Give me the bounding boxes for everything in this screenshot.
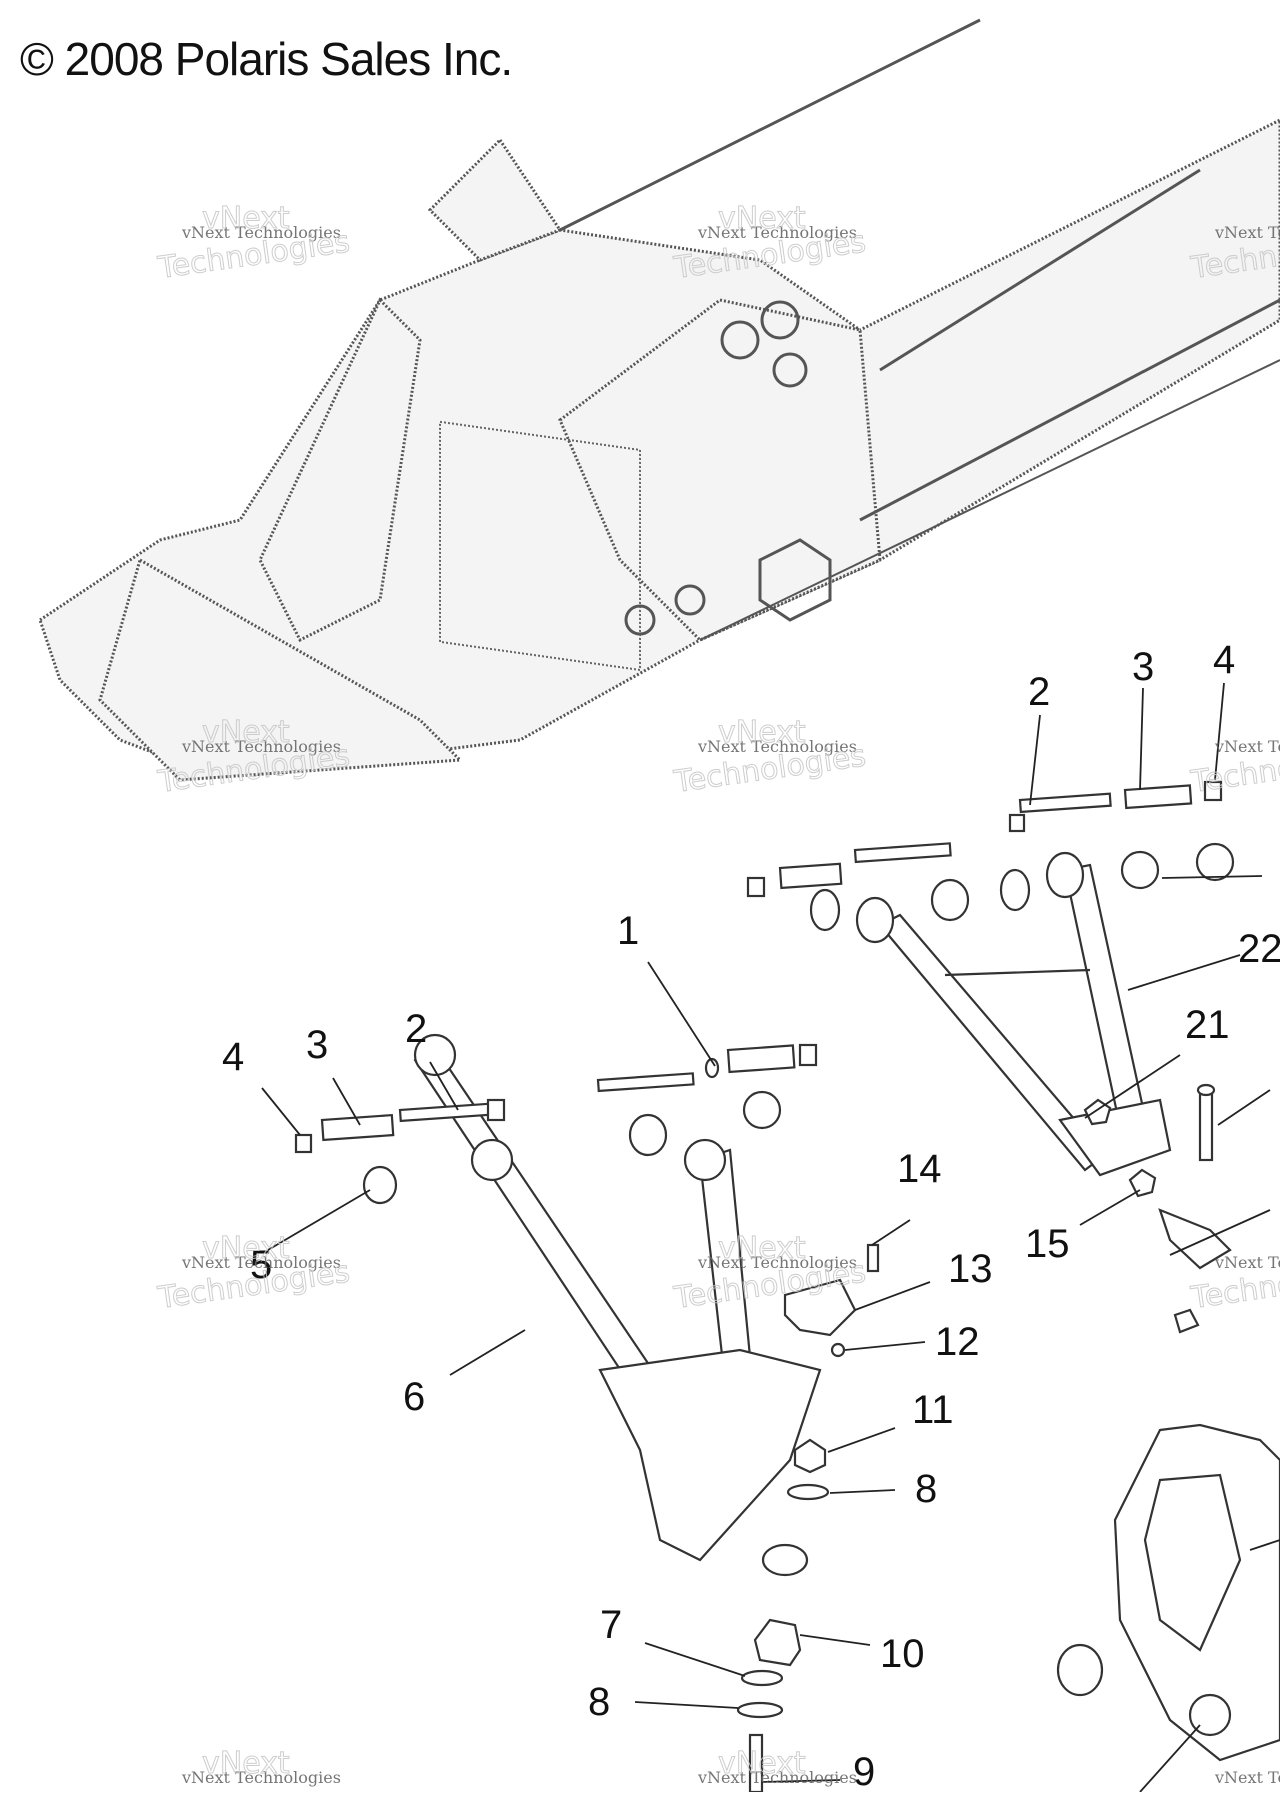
small-hardware xyxy=(736,1083,1232,1794)
spindle xyxy=(1056,1423,1280,1762)
watermark-text: vNext Technologies xyxy=(181,223,341,242)
chassis-frame xyxy=(38,18,1280,782)
callout-8-right: 8 xyxy=(915,1467,937,1511)
callout-14: 14 xyxy=(897,1147,942,1191)
watermark-outline: vNext xyxy=(202,201,290,236)
callout-6: 6 xyxy=(403,1375,425,1419)
watermark-outline: vNext xyxy=(718,1746,806,1781)
callout-8-lower: 8 xyxy=(588,1680,610,1724)
bolt-set-left xyxy=(294,1043,818,1205)
copyright-notice: © 2008 Polaris Sales Inc. xyxy=(20,33,513,85)
callout-4-left: 4 xyxy=(222,1035,244,1079)
watermark-text: vNext Technologies xyxy=(1214,737,1280,756)
callout-13: 13 xyxy=(948,1247,993,1291)
watermark-text: vNext Technologies xyxy=(697,223,857,242)
watermark-outline: vNext xyxy=(202,715,290,750)
callout-2-left: 2 xyxy=(405,1007,427,1051)
watermark-text: vNext Technologies xyxy=(181,1253,341,1272)
callout-2-upper: 2 xyxy=(1028,670,1050,714)
callout-22: 22 xyxy=(1238,927,1280,971)
watermark-text: vNext Technologies xyxy=(697,1768,857,1787)
leader-lines xyxy=(261,682,1280,1793)
callout-5: 5 xyxy=(250,1243,272,1287)
callout-12: 12 xyxy=(935,1320,980,1364)
callout-9: 9 xyxy=(853,1750,875,1792)
callout-3-upper: 3 xyxy=(1132,645,1154,689)
upper-a-arm xyxy=(855,851,1172,1177)
watermark-text: vNext Technologies xyxy=(697,737,857,756)
callout-3-left: 3 xyxy=(306,1023,328,1067)
watermark-text: vNext Technologies xyxy=(1214,223,1280,242)
watermark-outline: vNext xyxy=(202,1746,290,1781)
callout-15: 15 xyxy=(1025,1222,1070,1266)
watermark-text: vNext Technologies xyxy=(697,1253,857,1272)
watermark-text: vNext Technologies xyxy=(181,1768,341,1787)
callout-4-upper: 4 xyxy=(1213,638,1235,682)
watermark-outline: vNext xyxy=(718,201,806,236)
watermark-text: vNext Technologies xyxy=(1214,1768,1280,1787)
watermark-outline: vNext xyxy=(202,1231,290,1266)
callout-labels: 1 2 3 4 2 3 4 5 6 7 8 8 9 10 11 12 13 14… xyxy=(222,638,1280,1794)
bolt-set-upper-right xyxy=(746,780,1235,932)
watermark-text: vNext Technologies xyxy=(1214,1253,1280,1272)
callout-10: 10 xyxy=(880,1632,925,1676)
callout-7: 7 xyxy=(600,1603,622,1647)
watermark-outline: vNext xyxy=(718,1231,806,1266)
watermark-text: vNext Technologies xyxy=(181,737,341,756)
watermark-outline: vNext xyxy=(718,715,806,750)
callout-21: 21 xyxy=(1185,1003,1230,1047)
callout-1: 1 xyxy=(617,909,639,953)
callout-11: 11 xyxy=(912,1388,954,1432)
